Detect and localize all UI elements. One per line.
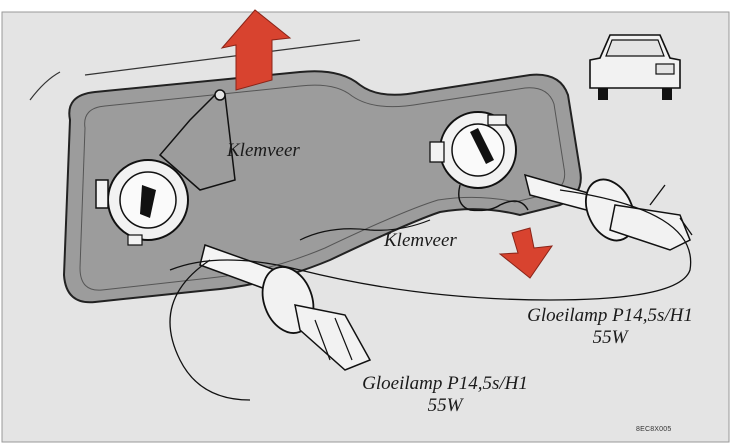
wire-center — [299, 219, 431, 241]
right-bulb-socket — [429, 111, 517, 189]
clip-spring-label-left: Klemveer — [227, 140, 300, 161]
bulb-label-left: Gloeilamp P14,5s/H1 55W — [345, 373, 545, 417]
right-clip-spring — [458, 184, 529, 212]
left-clip-spring — [158, 89, 236, 191]
reference-code: 8EC8X005 — [636, 426, 672, 433]
bulb-right-watts: 55W — [592, 326, 628, 348]
wire-right — [169, 189, 692, 301]
car-front-icon — [589, 34, 681, 100]
clip-spring-label-right: Klemveer — [384, 230, 457, 251]
bulb-right-name: Gloeilamp P14,5s/H1 — [527, 305, 693, 326]
bulb-left-name: Gloeilamp P14,5s/H1 — [362, 373, 528, 394]
arrow-up-icon — [220, 9, 292, 91]
arrow-down-icon — [498, 227, 554, 279]
right-bulb — [523, 173, 693, 251]
fender-line — [84, 39, 361, 76]
bulb-left-watts: 55W — [427, 394, 463, 416]
wire-left — [169, 259, 251, 401]
bulb-label-right: Gloeilamp P14,5s/H1 55W — [505, 305, 715, 349]
left-bulb — [199, 244, 372, 371]
left-bulb-socket — [95, 159, 189, 246]
fender-line-2 — [29, 71, 61, 101]
